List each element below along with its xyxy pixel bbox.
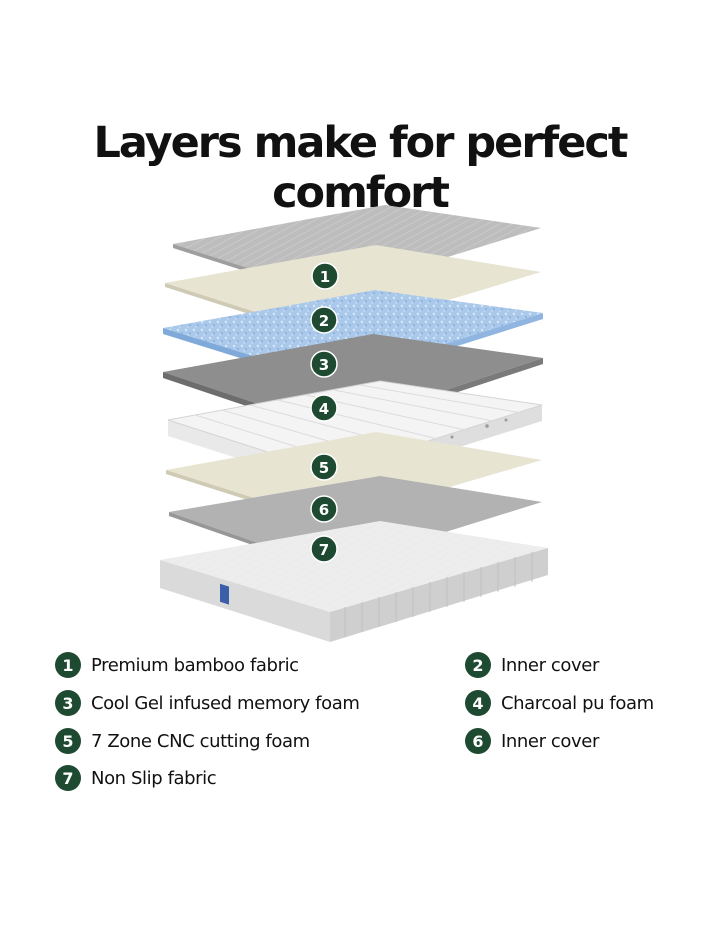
marker-6-label: 6 — [319, 501, 329, 519]
marker-5: 5 — [310, 453, 338, 481]
legend-badge-1: 1 — [55, 652, 81, 678]
legend-item-1: 1 Premium bamboo fabric — [55, 652, 299, 678]
marker-1: 1 — [311, 262, 339, 290]
legend-item-4: 4 Charcoal pu foam — [465, 690, 654, 716]
legend-label-2: Inner cover — [501, 654, 599, 676]
legend-label-1: Premium bamboo fabric — [91, 654, 299, 676]
legend-badge-5: 5 — [55, 728, 81, 754]
legend-item-6: 6 Inner cover — [465, 728, 599, 754]
marker-7-label: 7 — [319, 541, 329, 559]
legend-badge-7: 7 — [55, 765, 81, 791]
legend-item-3: 3 Cool Gel infused memory foam — [55, 690, 360, 716]
marker-3: 3 — [310, 350, 338, 378]
marker-7: 7 — [310, 535, 338, 563]
legend-label-4: Charcoal pu foam — [501, 692, 654, 714]
legend-item-2: 2 Inner cover — [465, 652, 599, 678]
marker-6: 6 — [310, 495, 338, 523]
marker-4: 4 — [310, 394, 338, 422]
page-title: Layers make for perfect comfort — [93, 118, 629, 218]
mattress-base — [160, 521, 548, 642]
legend-badge-3: 3 — [55, 690, 81, 716]
marker-5-label: 5 — [319, 459, 329, 477]
marker-2-label: 2 — [319, 312, 329, 330]
legend-label-5: 7 Zone CNC cutting foam — [91, 730, 310, 752]
marker-3-label: 3 — [319, 356, 329, 374]
legend-badge-2: 2 — [465, 652, 491, 678]
legend-label-6: Inner cover — [501, 730, 599, 752]
legend-item-5: 5 7 Zone CNC cutting foam — [55, 728, 310, 754]
legend-item-7: 7 Non Slip fabric — [55, 765, 217, 791]
legend-badge-6: 6 — [465, 728, 491, 754]
legend-label-3: Cool Gel infused memory foam — [91, 692, 360, 714]
marker-4-label: 4 — [319, 400, 329, 418]
legend-badge-4: 4 — [465, 690, 491, 716]
marker-2: 2 — [310, 306, 338, 334]
legend-label-7: Non Slip fabric — [91, 767, 217, 789]
marker-1-label: 1 — [320, 268, 330, 286]
